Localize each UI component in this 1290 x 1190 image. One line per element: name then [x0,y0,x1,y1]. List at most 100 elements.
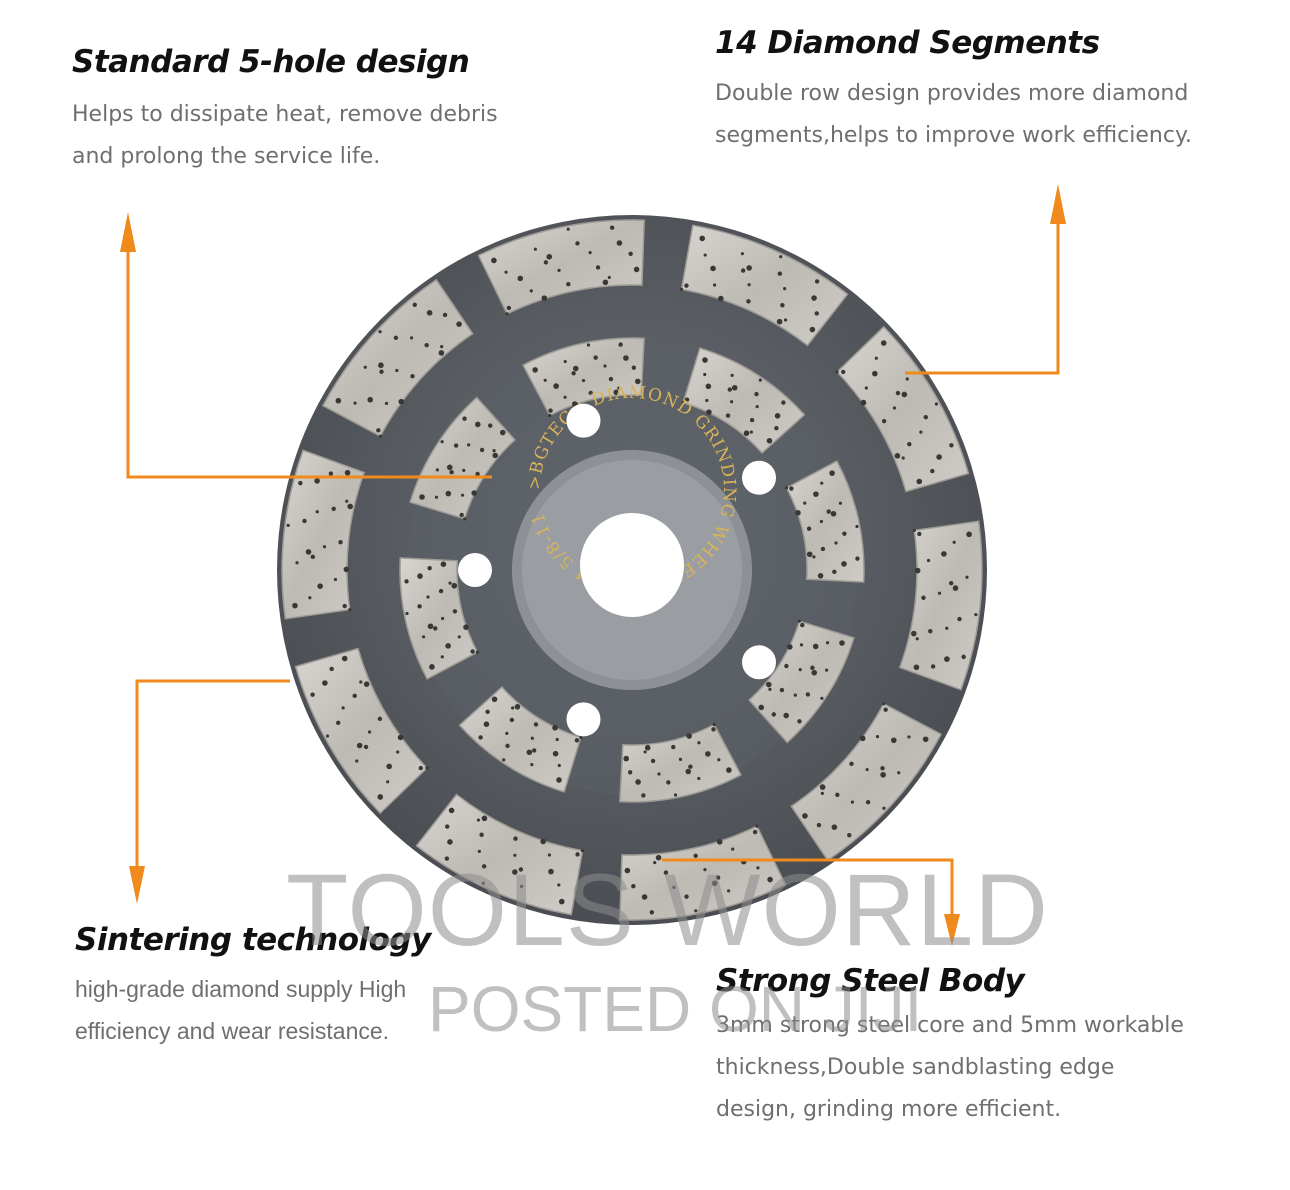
diamond-speckle [663,870,669,875]
watermark-line-1: TOOLS WORLD [286,853,1049,967]
diamond-speckle [937,591,942,595]
diamond-speckle [572,365,579,372]
diamond-speckle [835,370,839,374]
diamond-speckle [752,829,758,835]
diamond-speckle [491,257,497,264]
outer-segment [321,278,474,438]
diamond-speckle [533,722,539,727]
diamond-speckle [795,510,801,516]
diamond-speckle [865,799,871,805]
diamond-speckle [847,833,852,838]
feature-line: and prolong the service life. [72,144,381,169]
diamond-speckle [945,626,949,630]
outer-segment [294,647,429,815]
diamond-speckle [754,391,759,397]
diamond-speckle [914,567,921,574]
diamond-speckle [771,712,776,717]
diamond-speckle [556,777,562,783]
diamond-speckle [396,750,400,754]
diamond-speckle [749,430,753,434]
diamond-speckle [671,744,676,750]
diamond-speckle [530,736,534,740]
diamond-speckle [531,748,537,753]
diamond-speckle [345,499,349,503]
diamond-speckle [475,650,480,654]
diamond-speckle [705,751,711,757]
diamond-speckle [617,386,621,390]
cooling-hole [566,403,601,438]
diamond-speckle [435,468,439,472]
diamond-speckle [718,295,724,302]
diamond-speckle [511,706,515,710]
diamond-speckle [426,595,430,599]
diamond-speckle [547,853,552,857]
diamond-speckle [440,561,447,568]
diamond-speckle [890,737,897,744]
diamond-speckle [699,235,706,242]
diamond-speckle [685,768,692,775]
diamond-speckle [558,898,565,905]
diamond-speckle [434,495,439,499]
cooling-hole [458,553,492,587]
diamond-speckle [445,490,452,497]
diamond-speckle [518,867,524,872]
diamond-speckle [586,343,591,347]
diamond-speckle [743,430,750,437]
diamond-speckle [557,883,561,887]
diamond-speckle [341,706,345,710]
diamond-speckle [557,268,561,272]
diamond-speckle [438,588,444,594]
inner-segment [399,557,479,680]
diamond-speckle [353,401,357,405]
diamond-speckle [509,717,515,723]
diamond-speckle [447,839,453,845]
diamond-speckle [921,595,926,600]
arrow-sintering [135,679,290,890]
diamond-speckle [928,629,933,634]
diamond-speckle [448,807,455,814]
diamond-speckle [892,406,897,410]
feature-sintering-technology: Sintering technology high-grade diamond … [75,922,455,1052]
diamond-speckle [457,635,461,639]
diamond-speckle [776,318,783,325]
diamond-speckle [548,868,554,875]
diamond-speckle [655,854,662,861]
diamond-speckle [820,696,824,700]
diamond-speckle [803,501,807,505]
feature-text: high-grade diamond supply High efficienc… [75,968,455,1052]
feature-line: high-grade diamond supply High [75,976,407,1002]
outer-segment [415,793,584,916]
diamond-speckle [930,468,935,474]
diamond-speckle [767,876,773,883]
diamond-speckle [717,758,721,762]
diamond-speckle [694,909,698,913]
diamond-speckle [643,750,647,754]
diamond-speckle [901,391,908,398]
diamond-speckle [378,330,382,334]
diamond-speckle [949,443,954,448]
diamond-speckle [347,503,353,510]
diamond-speckle [419,494,425,500]
diamond-speckle [864,386,868,390]
inner-diamond-segments [399,337,865,803]
feature-line: segments,helps to improve work efficienc… [715,123,1192,148]
diamond-speckle [553,383,559,389]
diamond-speckle [453,443,459,448]
diamond-speckle [292,602,298,609]
diamond-speckle [377,794,384,800]
diamond-speckle [308,596,312,600]
diamond-speckle [793,693,797,697]
diamond-speckle [907,735,911,739]
diamond-speckle [546,253,553,260]
diamond-speckle [317,583,323,589]
diamond-speckle [831,824,838,830]
diamond-speckle [711,880,718,887]
diamond-speckle [916,478,923,485]
diamond-speckle [974,613,978,617]
diamond-speckle [712,722,716,727]
diamond-speckle [811,669,818,676]
diamond-speckle [442,312,448,318]
diamond-speckle [703,372,707,377]
diamond-speckle [479,447,485,453]
